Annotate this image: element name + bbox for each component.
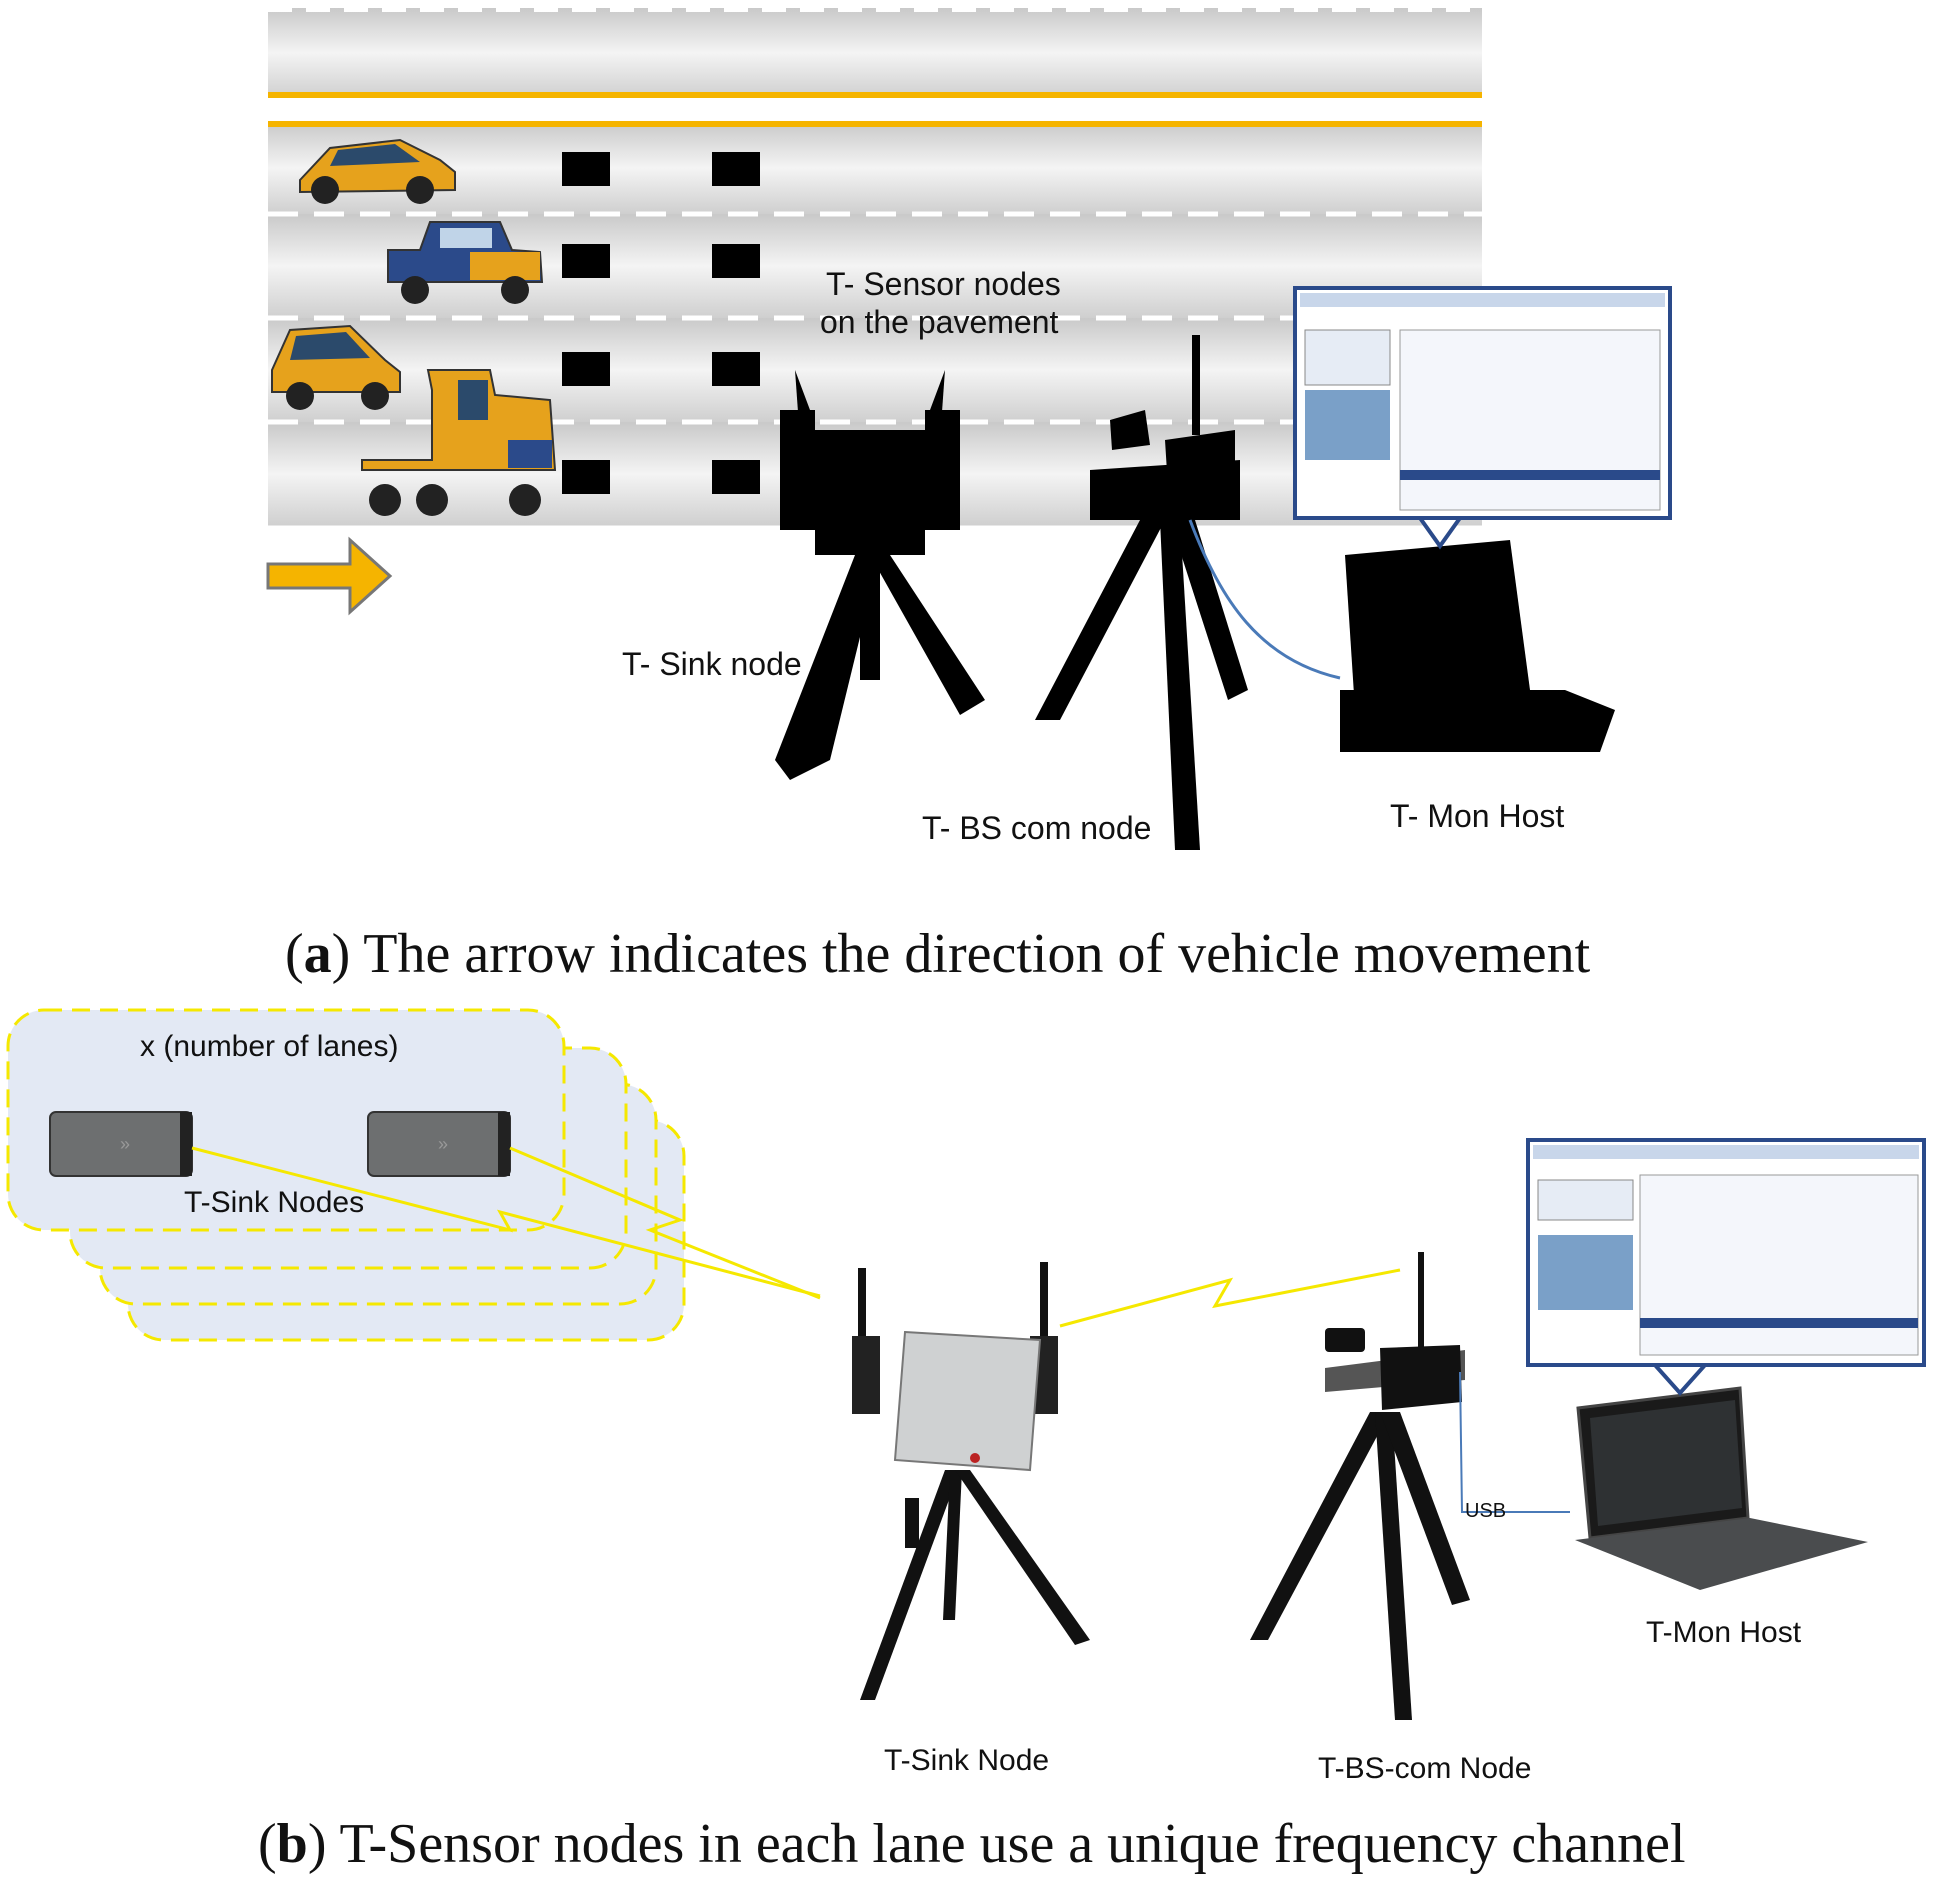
bs-com-node-label: T-BS-com Node (1318, 1752, 1531, 1786)
caption-b: (b) T-Sensor nodes in each lane use a un… (258, 1812, 1686, 1876)
sink-nodes-label: T-Sink Nodes (184, 1186, 364, 1220)
lanes-label: x (number of lanes) (140, 1030, 398, 1064)
laptop-photo (1575, 1388, 1868, 1590)
sink-node-photo (852, 1262, 1090, 1700)
sink-node-device: » (50, 1112, 192, 1176)
wireless-link-icon (1060, 1270, 1400, 1326)
mon-host-label: T-Mon Host (1646, 1616, 1801, 1650)
sink-node-device: » (368, 1112, 510, 1176)
caption-b-text: T-Sensor nodes in each lane use a unique… (339, 1813, 1685, 1875)
usb-cable (1460, 1372, 1570, 1512)
usb-label: USB (1465, 1500, 1506, 1523)
caption-b-letter: b (277, 1813, 308, 1875)
bs-com-node-photo (1250, 1252, 1470, 1720)
monitor-screenshot (1528, 1140, 1924, 1393)
svg-text:»: » (438, 1134, 448, 1154)
sink-node-label: T-Sink Node (884, 1744, 1049, 1778)
svg-text:»: » (120, 1134, 130, 1154)
